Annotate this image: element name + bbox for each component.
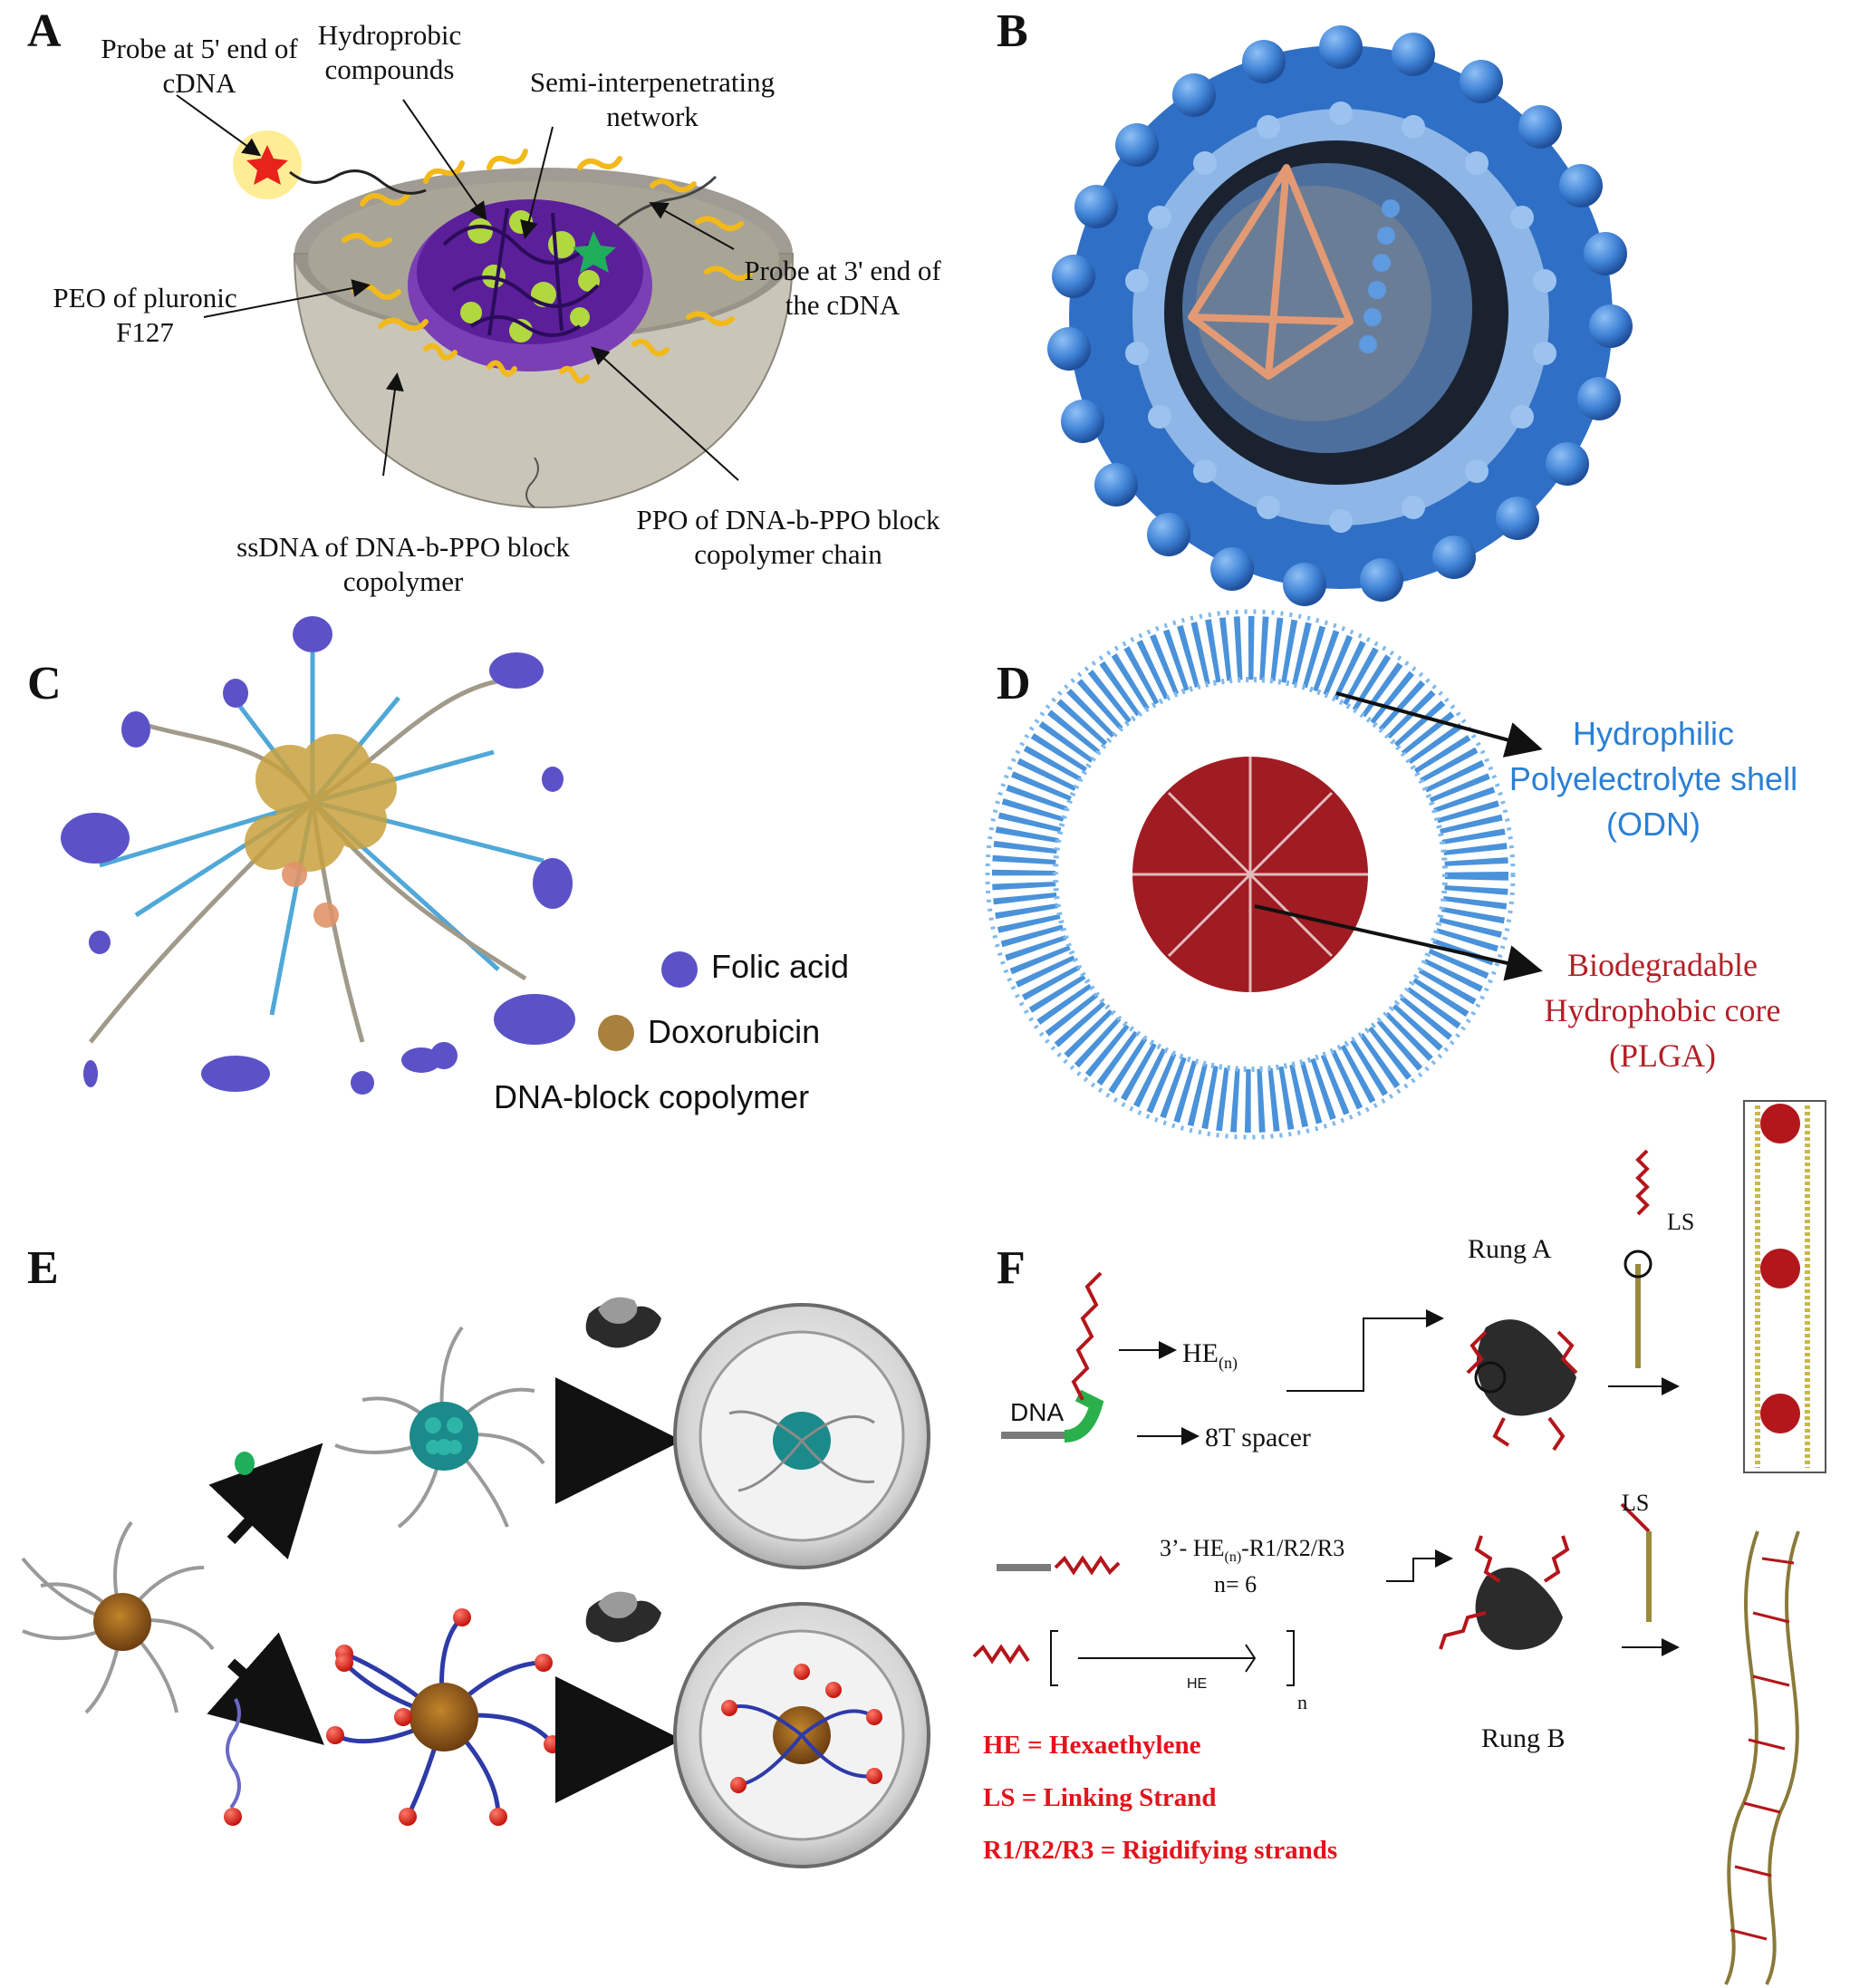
label-shell-line2: Polyelectrolyte shell	[1508, 760, 1798, 797]
label-ls-top: LS	[1667, 1209, 1695, 1235]
label-shell: Hydrophilic Polyelectrolyte shell (ODN)	[1486, 711, 1821, 847]
label-rung-b: Rung B	[1481, 1723, 1566, 1753]
label-probe-3prime: Probe at 3' end of the cDNA	[744, 255, 941, 321]
legend-folic-swatch	[661, 951, 698, 988]
rung-a-cluster	[1466, 1319, 1578, 1452]
panel-c-letter: C	[27, 658, 62, 709]
panel-a-letter: A	[27, 5, 62, 57]
label-hydrophobic-compounds: Hydroprobic compounds	[317, 19, 462, 85]
ladder-top	[1743, 1100, 1826, 1473]
panel-f-letter: F	[997, 1242, 1026, 1294]
label-formula-line1: 3’- HE(n)-R1/R2/R3	[1160, 1535, 1345, 1566]
panel-e-letter: E	[27, 1242, 59, 1294]
label-dna: DNA	[1010, 1398, 1065, 1426]
legend-dna-block-copolymer: DNA-block copolymer	[494, 1078, 810, 1115]
label-shell-line1: Hydrophilic	[1572, 715, 1735, 752]
legend-ls: LS = Linking Strand	[983, 1783, 1217, 1812]
panel-b-letter: B	[997, 5, 1028, 57]
panel-c-micelle	[61, 616, 698, 1095]
panel-e-encapsulation	[21, 1297, 930, 1868]
label-core-line2: Hydrophobic core	[1544, 992, 1781, 1028]
panel-b-liposome	[1047, 25, 1633, 606]
panel-a-micelle	[176, 94, 795, 509]
label-formula-line2: n= 6	[1214, 1571, 1257, 1597]
label-he-n: HE(n)	[1182, 1338, 1238, 1372]
label-core-line1: Biodegradable	[1567, 947, 1758, 983]
legend-doxorubicin: Doxorubicin	[648, 1013, 821, 1050]
legend-rigidifying: R1/R2/R3 = Rigidifying strands	[983, 1836, 1338, 1865]
label-rung-a: Rung A	[1468, 1234, 1552, 1264]
label-struct-he: HE	[1187, 1676, 1208, 1692]
panel-d-letter: D	[997, 658, 1031, 709]
panel-d-micelle	[985, 609, 1543, 1140]
legend-he: HE = Hexaethylene	[983, 1731, 1201, 1760]
label-peo: PEO of pluronic F127	[53, 282, 237, 348]
ladder-bottom	[1724, 1530, 1800, 1985]
label-semi-interpenetrating: Semi-interpenetrating network	[529, 66, 776, 132]
label-ssdna: ssDNA of DNA-b-PPO block copolymer	[236, 531, 570, 597]
label-8t-spacer: 8T spacer	[1205, 1423, 1311, 1452]
label-shell-line3: (ODN)	[1606, 806, 1701, 843]
rung-b-cluster	[1439, 1535, 1570, 1650]
label-struct-n: n	[1297, 1691, 1307, 1713]
panel-f-assembly	[972, 1100, 1826, 1985]
label-core: Biodegradable Hydrophobic core (PLGA)	[1504, 942, 1821, 1078]
legend-folic-acid: Folic acid	[711, 948, 850, 985]
label-ppo: PPO of DNA-b-PPO block copolymer chain	[636, 504, 940, 570]
label-core-line3: (PLGA)	[1609, 1037, 1716, 1074]
legend-dox-swatch	[598, 1015, 634, 1051]
label-probe-5prime: Probe at 5' end of cDNA	[101, 33, 298, 99]
label-ls-bottom: LS	[1622, 1490, 1650, 1516]
